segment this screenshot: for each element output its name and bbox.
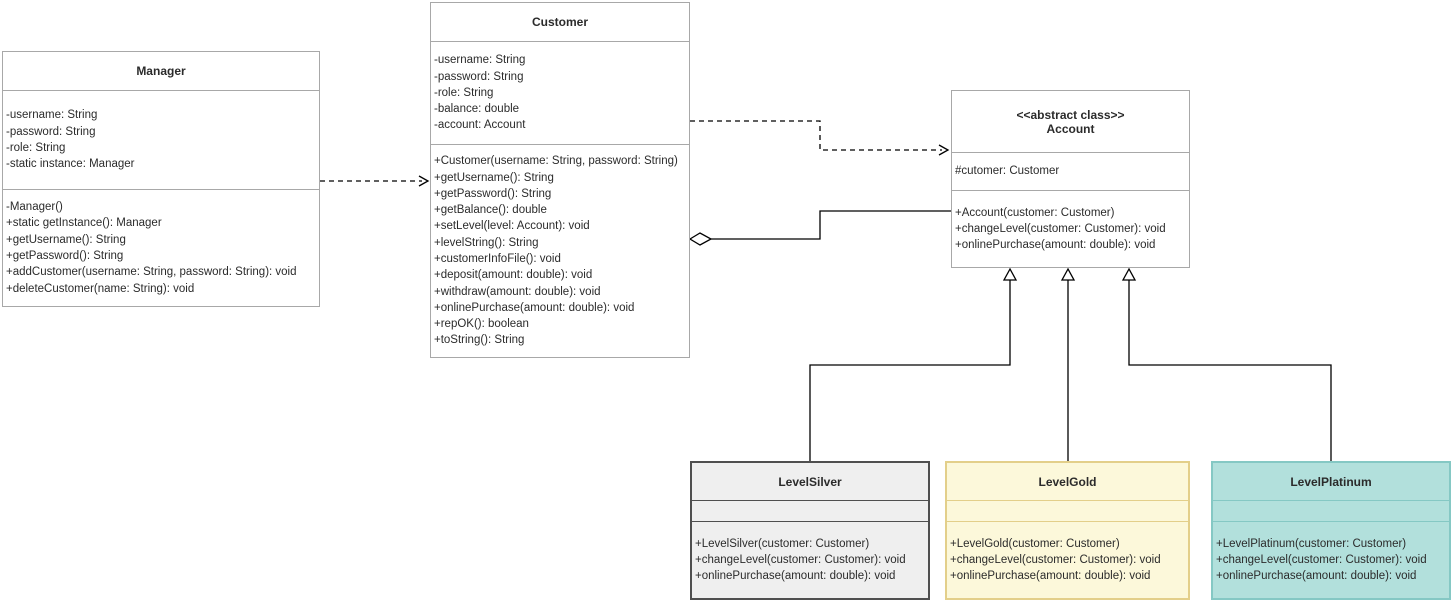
- member-line: +getUsername(): String: [6, 233, 126, 246]
- methods-compartment: +LevelSilver(customer: Customer) +changeL…: [692, 521, 928, 598]
- hollow-diamond-icon: [688, 232, 713, 246]
- member-line: +changeLevel(customer: Customer): void: [955, 222, 1166, 235]
- class-name-label: Customer: [531, 15, 588, 29]
- open-arrow-icon: [938, 144, 950, 156]
- member-line: +changeLevel(customer: Customer): void: [950, 553, 1161, 566]
- member-line: +onlinePurchase(amount: double): void: [955, 239, 1156, 252]
- class-title-levelsilver: LevelSilver: [692, 463, 928, 500]
- class-levelgold[interactable]: LevelGold +LevelGold(customer: Customer)…: [945, 461, 1190, 600]
- methods-compartment: +Customer(username: String, password: St…: [431, 144, 689, 357]
- member-line: -password: String: [6, 125, 96, 138]
- class-name-label: LevelGold: [1038, 474, 1097, 489]
- member-line: +customerInfoFile(): void: [434, 253, 561, 265]
- hollow-triangle-icon: [1121, 267, 1137, 281]
- class-levelsilver[interactable]: LevelSilver +LevelSilver(customer: Custo…: [690, 461, 930, 600]
- class-name-label: LevelPlatinum: [1290, 474, 1372, 489]
- class-manager[interactable]: Manager -username: String -password: Stri…: [2, 51, 320, 307]
- dependency-customer-to-account[interactable]: [690, 120, 950, 156]
- class-name-label: Account: [1046, 121, 1095, 136]
- class-account[interactable]: <<abstract class>> Account #cutomer: Cus…: [951, 90, 1190, 268]
- methods-compartment: -Manager() +static getInstance(): Manager…: [3, 189, 319, 306]
- member-line: -static instance: Manager: [6, 158, 135, 171]
- methods-compartment: +Account(customer: Customer) +changeLevel…: [952, 190, 1189, 267]
- member-line: #cutomer: Customer: [955, 165, 1060, 178]
- hollow-triangle-icon: [1060, 267, 1076, 281]
- member-line: +changeLevel(customer: Customer): void: [1216, 553, 1427, 566]
- member-line: +getUsername(): String: [434, 171, 554, 184]
- member-line: +LevelPlatinum(customer: Customer): [1216, 537, 1407, 550]
- class-title-customer: Customer: [431, 3, 689, 41]
- member-line: +onlinePurchase(amount: double): void: [695, 570, 896, 583]
- class-name-label: LevelSilver: [778, 474, 842, 489]
- inheritance-levelplatinum-to-account[interactable]: [1121, 267, 1332, 461]
- inheritance-levelsilver-to-account[interactable]: [809, 267, 1018, 461]
- member-line: +Customer(username: String, password: St…: [434, 155, 678, 168]
- class-title-levelgold: LevelGold: [947, 463, 1188, 500]
- member-line: +getPassword(): String: [6, 250, 124, 262]
- member-line: +withdraw(amount: double): void: [434, 285, 601, 298]
- member-line: -username: String: [6, 109, 98, 122]
- member-line: -role: String: [434, 86, 494, 99]
- member-line: +levelString(): String: [434, 236, 539, 249]
- member-line: +toString(): String: [434, 334, 525, 347]
- class-title-levelplatinum: LevelPlatinum: [1213, 463, 1449, 500]
- member-line: +getBalance(): double: [434, 204, 547, 217]
- open-arrow-icon: [418, 175, 430, 187]
- class-title-account: <<abstract class>> Account: [952, 91, 1189, 152]
- class-title-manager: Manager: [3, 52, 319, 90]
- member-line: +deleteCustomer(name: String): void: [6, 282, 195, 295]
- member-line: +Account(customer: Customer): [955, 206, 1115, 219]
- attributes-compartment: [692, 500, 928, 521]
- attributes-compartment: -username: String -password: String -role:…: [431, 41, 689, 144]
- member-line: -username: String: [434, 54, 526, 67]
- dependency-manager-to-customer[interactable]: [320, 175, 430, 187]
- class-levelplatinum[interactable]: LevelPlatinum +LevelPlatinum(customer: C…: [1211, 461, 1451, 600]
- member-line: +onlinePurchase(amount: double): void: [1216, 570, 1417, 583]
- methods-compartment: +LevelGold(customer: Customer) +changeLev…: [947, 521, 1188, 598]
- attributes-compartment: [1213, 500, 1449, 521]
- hollow-triangle-icon: [1002, 267, 1018, 281]
- member-line: +addCustomer(username: String, password:…: [6, 266, 297, 279]
- class-name-label: Manager: [136, 64, 186, 78]
- inheritance-levelgold-to-account[interactable]: [1060, 267, 1076, 461]
- member-line: +static getInstance(): Manager: [6, 217, 162, 230]
- attributes-compartment: [947, 500, 1188, 521]
- member-line: +deposit(amount: double): void: [434, 269, 593, 282]
- attributes-compartment: #cutomer: Customer: [952, 152, 1189, 190]
- member-line: -password: String: [434, 70, 524, 83]
- stereotype-label: <<abstract class>>: [1016, 107, 1125, 122]
- member-line: +LevelGold(customer: Customer): [950, 537, 1120, 550]
- class-customer[interactable]: Customer -username: String -password: Str…: [430, 2, 690, 358]
- methods-compartment: +LevelPlatinum(customer: Customer) +chang…: [1213, 521, 1449, 598]
- member-line: -account: Account: [434, 119, 526, 132]
- member-line: -balance: double: [434, 103, 520, 116]
- member-line: +repOK(): boolean: [434, 318, 529, 331]
- member-line: -role: String: [6, 142, 66, 154]
- member-line: +getPassword(): String: [434, 187, 552, 200]
- member-line: +onlinePurchase(amount: double): void: [434, 301, 635, 314]
- member-line: -Manager(): [6, 201, 63, 214]
- member-line: +onlinePurchase(amount: double): void: [950, 570, 1151, 583]
- member-line: +LevelSilver(customer: Customer): [695, 537, 870, 550]
- attributes-compartment: -username: String -password: String -role:…: [3, 90, 319, 189]
- member-line: +setLevel(level: Account): void: [434, 220, 590, 233]
- aggregation-customer-account[interactable]: [688, 210, 951, 246]
- member-line: +changeLevel(customer: Customer): void: [695, 553, 906, 566]
